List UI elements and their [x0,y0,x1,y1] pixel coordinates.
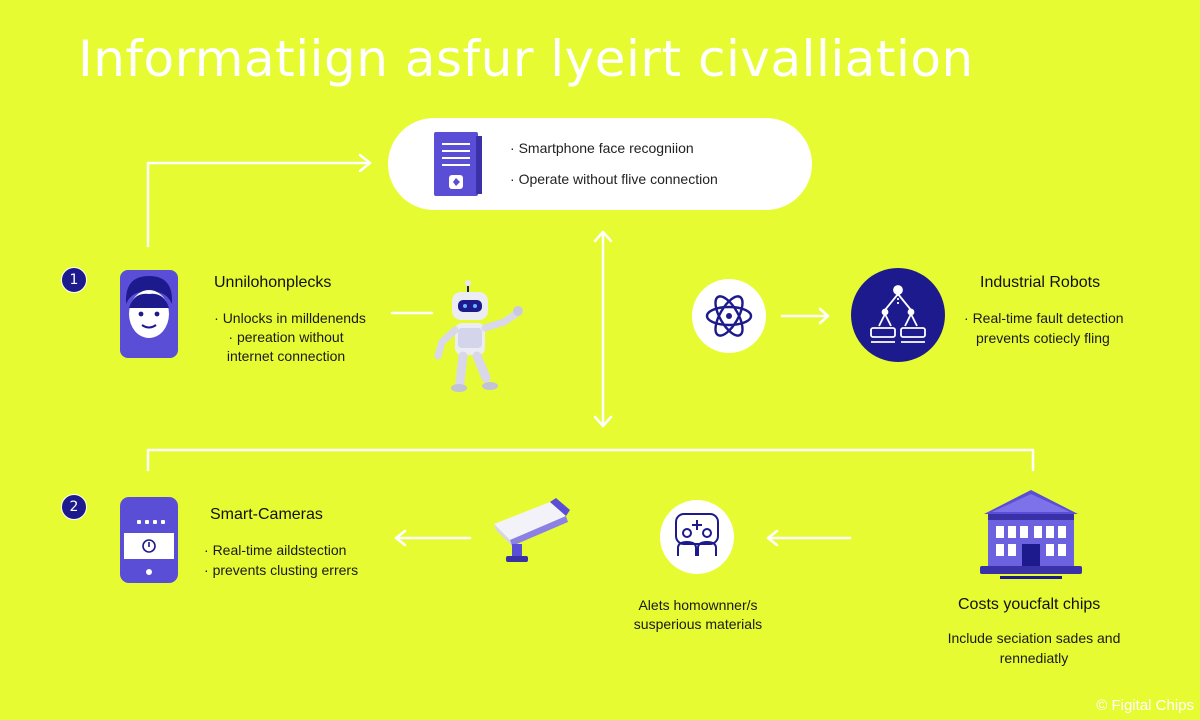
industrial-line-1: · Real-time fault detection [964,310,1124,326]
industrial-heading: Industrial Robots [980,274,1101,291]
robot-icon [434,280,523,392]
cameras-heading: Smart-Cameras [210,506,323,523]
industrial-line-2: prevents cotiecly fling [976,330,1110,346]
chips-heading: Costs youcfalt chips [958,596,1101,613]
robot-arm-icon [870,285,926,343]
chips-line-2: rennediatly [999,650,1069,666]
unlock-heading: Unnilohonplecks [214,274,332,291]
chips-line-1: Include seciation sades and [947,630,1121,646]
top-card-line-1: · Smartphone face recogniion [510,140,694,156]
step-badge-1: 1 [61,267,87,293]
copyright-text: © Figital Chips [1096,697,1194,714]
camera-icon [494,498,570,562]
face-icon [120,270,178,358]
homeowner-line-1: Alets homownner/s [638,597,758,613]
page-title: Informatiign asfur lyeirt civalliation [78,30,974,88]
building-icon [980,490,1082,579]
cameras-line-1: · Real-time aildstection [204,542,347,558]
atom-circle [692,279,766,353]
robot-arm-circle [851,268,945,362]
top-card-line-2: · Operate without flive connection [510,171,718,187]
atom-icon [705,295,753,337]
unlock-line-2: · pereation without [228,329,344,345]
people-icon [675,513,719,556]
people-circle [660,500,734,574]
unlock-line-1: · Unlocks in milldenends [214,310,366,326]
homeowner-line-2: susperious materials [633,616,763,632]
step-badge-2: 2 [61,494,87,520]
top-info-card: · Smartphone face recogniion · Operate w… [388,118,812,210]
unlock-line-3: internet connection [226,348,346,364]
document-icon [434,132,482,196]
phone-icon [120,497,178,583]
cameras-line-2: · prevents clusting errers [204,562,359,578]
